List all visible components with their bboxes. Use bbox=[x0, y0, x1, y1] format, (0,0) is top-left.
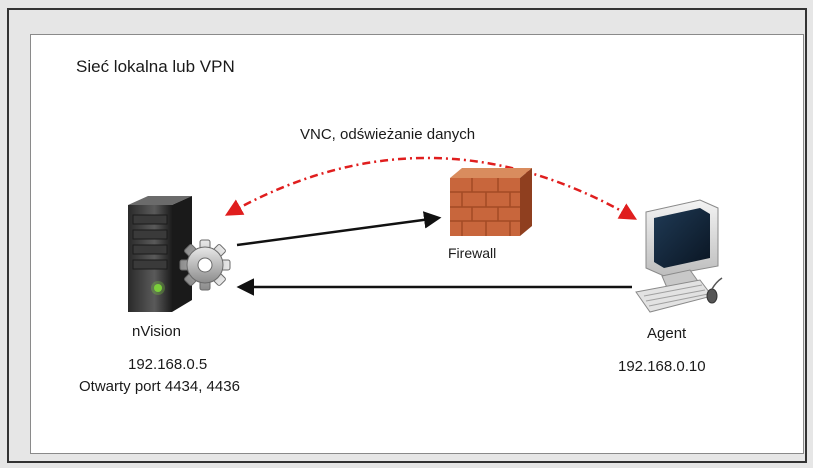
computer-icon bbox=[635, 199, 723, 313]
vnc-label: VNC, odświeżanie danych bbox=[300, 126, 476, 143]
gear-icon bbox=[179, 239, 231, 291]
agent-name-label: Agent bbox=[647, 325, 687, 342]
firewall-label: Firewall bbox=[448, 245, 497, 261]
agent-ip-label: 192.168.0.10 bbox=[618, 358, 706, 375]
network-zone-label: Sieć lokalna lub VPN bbox=[76, 57, 235, 76]
server-icon bbox=[128, 196, 192, 312]
outbound-arrow bbox=[236, 211, 442, 247]
firewall-icon bbox=[450, 168, 532, 236]
vnc-connection-arrow bbox=[224, 156, 638, 220]
server-ip-label: 192.168.0.5 bbox=[128, 356, 208, 373]
server-ports-label: Otwarty port 4434, 4436 bbox=[79, 378, 240, 395]
server-name-label: nVision bbox=[132, 323, 181, 340]
